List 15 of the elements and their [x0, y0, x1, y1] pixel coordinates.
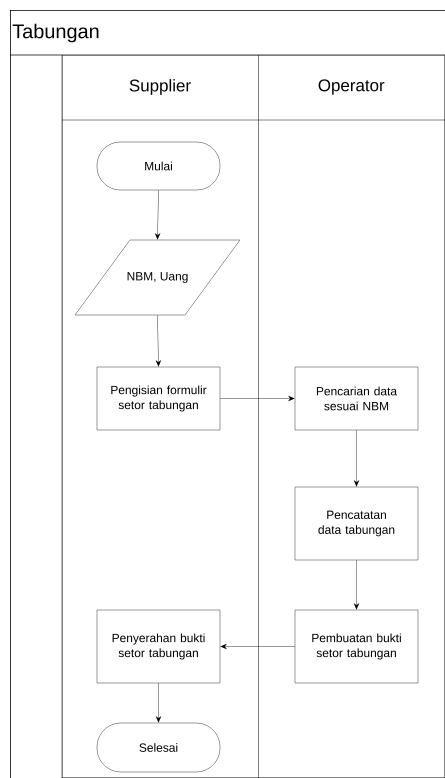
terminator: Mulai [96, 142, 220, 190]
arrow [156, 683, 162, 722]
process-box: Penyerahan bukti setor tabungan [96, 610, 220, 684]
process-box: Pembuatan bukti setor tabungan [294, 610, 418, 684]
process-box: Pengisian formulir setor tabungan [96, 366, 220, 430]
arrow [156, 315, 162, 366]
process-box: Pencatatan data tabungan [294, 486, 418, 560]
arrow [154, 190, 160, 240]
arrow [354, 430, 360, 486]
terminator: Selesai [96, 722, 220, 772]
data-parallelogram: NBM, Uang [74, 240, 240, 316]
arrow [220, 644, 295, 650]
arrow [220, 396, 294, 402]
arrow [354, 560, 360, 610]
process-box: Pencarian data sesuai NBM [294, 366, 418, 430]
